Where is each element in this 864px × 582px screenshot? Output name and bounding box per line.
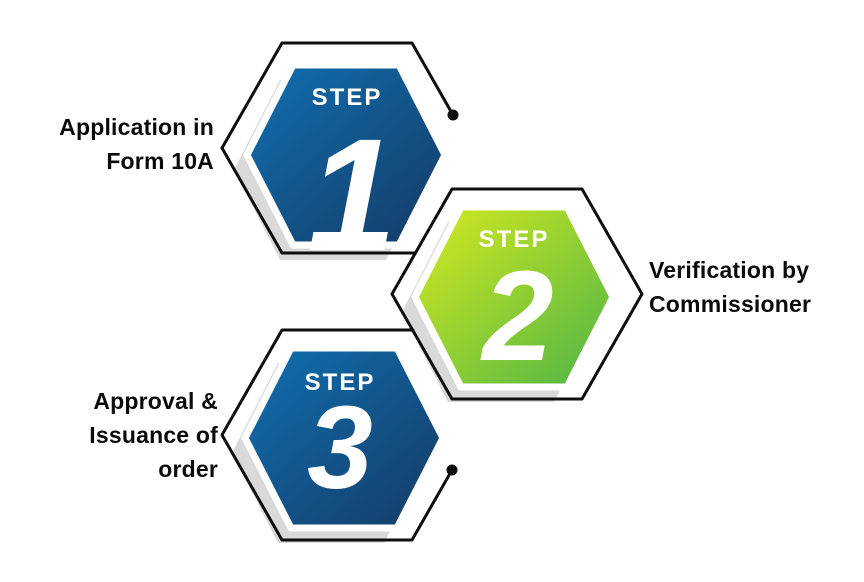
step3-badge-text: STEP xyxy=(305,369,376,396)
step1-label-line1: Application in xyxy=(59,114,214,140)
step2-number: 2 xyxy=(480,245,553,388)
step2-label-line1: Verification by xyxy=(649,257,810,283)
step3-connector-dot xyxy=(446,464,458,476)
step2-label: Verification by Commissioner xyxy=(649,253,861,321)
step2-hexagon xyxy=(411,203,617,391)
step3-label: Approval & Issuance of order xyxy=(20,384,218,486)
step1-hexagon xyxy=(243,61,449,249)
step3-label-line1: Approval & xyxy=(93,388,218,414)
step1-number: 1 xyxy=(308,105,397,284)
step2-outline-hexagon xyxy=(390,187,644,401)
step1-badge-text: STEP xyxy=(312,84,383,111)
step3-outline-hexagon xyxy=(220,328,454,542)
step1-outline-hexagon xyxy=(220,41,455,255)
step3-label-line2: Issuance of xyxy=(89,422,218,448)
step3-number: 3 xyxy=(307,382,373,514)
step2-badge-text: STEP xyxy=(479,226,550,253)
step2-label-line2: Commissioner xyxy=(649,291,812,317)
step1-label-line2: Form 10A xyxy=(106,148,214,174)
step3-label-line3: order xyxy=(158,456,218,482)
step1-connector-dot xyxy=(447,109,459,121)
step3-hexagon xyxy=(241,344,447,532)
step1-label: Application in Form 10A xyxy=(18,110,214,178)
